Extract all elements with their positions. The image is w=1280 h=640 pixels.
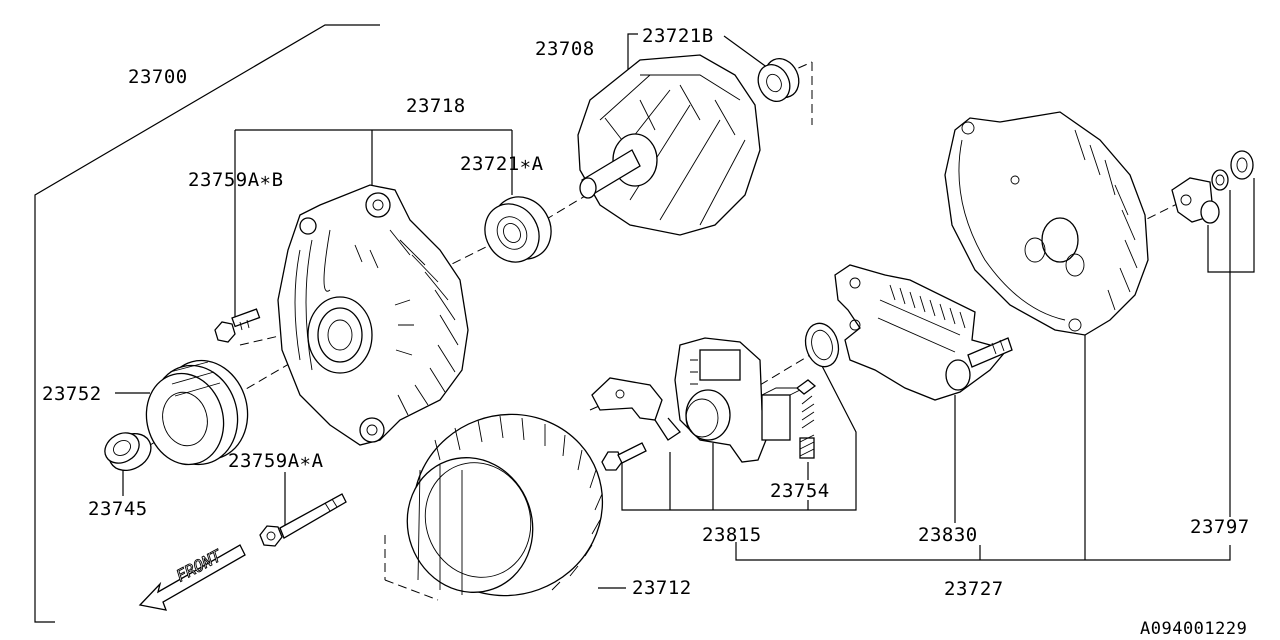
terminal-23797 bbox=[1171, 150, 1254, 224]
label-23752: 23752 bbox=[42, 383, 102, 405]
gasket-ring bbox=[804, 322, 840, 368]
label-23745: 23745 bbox=[88, 498, 148, 520]
label-23718: 23718 bbox=[406, 95, 466, 117]
label-23797: 23797 bbox=[1190, 516, 1250, 538]
bolt-23759a-b bbox=[214, 308, 261, 343]
stator-23712 bbox=[406, 413, 604, 597]
bolt-23759a-a bbox=[259, 493, 347, 547]
bearing-23721b bbox=[757, 58, 800, 102]
brush-23754 bbox=[795, 379, 817, 459]
nut-23745 bbox=[104, 432, 152, 472]
label-23700: 23700 bbox=[128, 66, 188, 88]
label-23759a-b: 23759A∗B bbox=[188, 169, 284, 191]
label-23759a-a: 23759A∗A bbox=[228, 450, 324, 472]
rectifier-23830 bbox=[834, 264, 1013, 401]
label-23712: 23712 bbox=[632, 577, 692, 599]
bearing-23721-a bbox=[484, 196, 552, 263]
regulator-23815 bbox=[591, 337, 805, 471]
label-23727: 23727 bbox=[944, 578, 1004, 600]
label-23721-a: 23721∗A bbox=[460, 153, 544, 175]
label-23815: 23815 bbox=[702, 524, 762, 546]
pulley-23752 bbox=[145, 359, 249, 466]
figure-code: A094001229 bbox=[1140, 619, 1247, 639]
label-23754: 23754 bbox=[770, 480, 830, 502]
leader-lines bbox=[34, 24, 1255, 623]
rear-housing-23727 bbox=[944, 111, 1149, 336]
part-labels: 23700 23718 23708 23721B 23721∗A 23759A∗… bbox=[42, 25, 1250, 639]
label-23830: 23830 bbox=[918, 524, 978, 546]
label-23708: 23708 bbox=[535, 38, 595, 60]
front-housing-23718 bbox=[277, 184, 469, 446]
rotor-23708 bbox=[577, 54, 761, 236]
front-direction-marker: FRONT bbox=[138, 544, 246, 611]
label-23721b: 23721B bbox=[642, 25, 714, 47]
